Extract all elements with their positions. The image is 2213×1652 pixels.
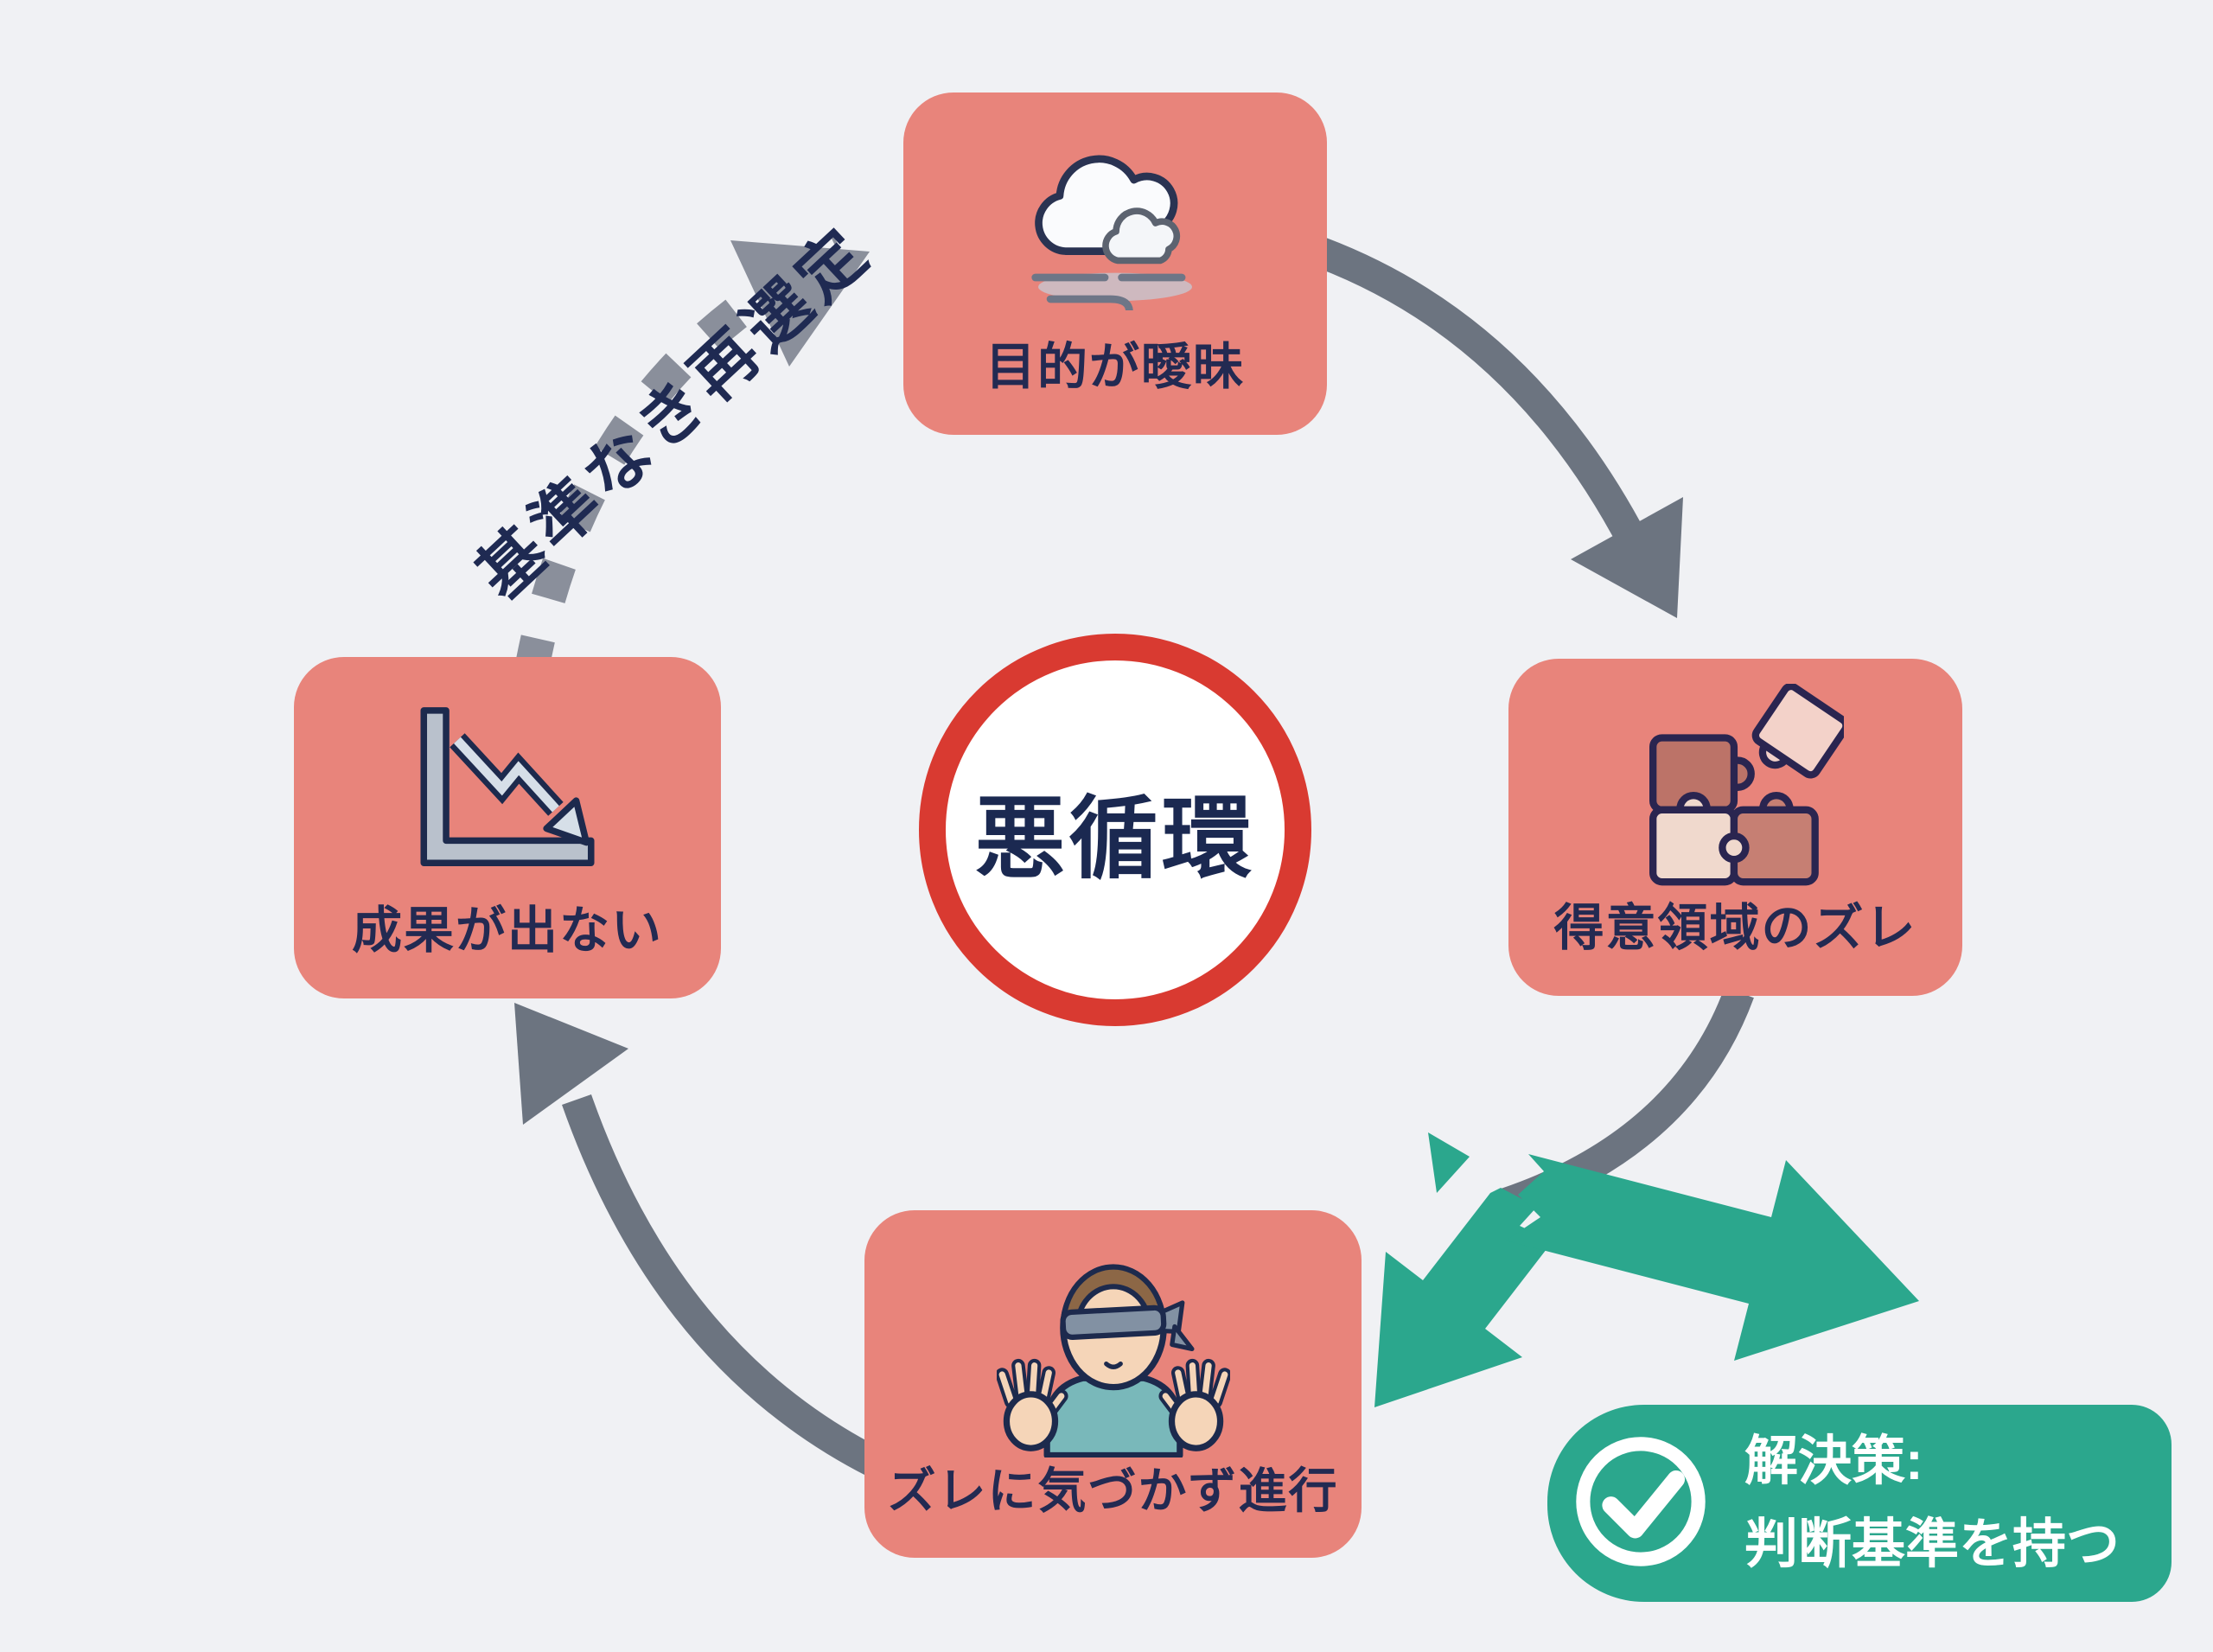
node-label: 目的が曖昧 — [985, 339, 1245, 396]
puzzle-mismatch-icon — [1526, 683, 1945, 901]
green-arrow-to-bottom — [1374, 1188, 1553, 1407]
blindfolded-person-icon — [882, 1234, 1344, 1464]
node-label: ズレに気づかず進行 — [887, 1464, 1339, 1519]
green-break-spike — [1428, 1132, 1470, 1193]
dashed-arrow-reselection — [513, 233, 870, 678]
green-arrow-to-solution — [1506, 1154, 1919, 1361]
center-label: 悪循環 — [974, 788, 1255, 890]
check-circle-icon — [1566, 1427, 1715, 1580]
arc-right-to-bottom — [1501, 986, 1754, 1219]
node-label: 成果が出ない — [351, 903, 663, 960]
node-no-results: 成果が出ない — [294, 657, 721, 998]
node-unnoticed-progress: ズレに気づかず進行 — [864, 1210, 1362, 1558]
node-skill-mismatch: 得意領域のズレ — [1508, 659, 1962, 996]
node-vague-purpose: 目的が曖昧 — [903, 92, 1327, 435]
solution-body: 判断基準を持つ — [1744, 1515, 2121, 1574]
cloud-fog-icon — [921, 117, 1310, 340]
solution-title: 解決策: — [1744, 1431, 1923, 1491]
declining-chart-icon — [311, 681, 704, 903]
arc-top-to-right — [1315, 238, 1683, 618]
solution-box: 解決策: 判断基準を持つ — [1547, 1405, 2172, 1602]
open-hand — [1158, 1359, 1230, 1452]
open-hand — [996, 1359, 1068, 1452]
arc-bottom-to-left — [514, 1003, 883, 1477]
solution-text: 解決策: 判断基準を持つ — [1744, 1420, 2120, 1586]
node-label: 得意領域のズレ — [1553, 900, 1917, 957]
vicious-cycle-badge: 悪循環 — [919, 634, 1311, 1026]
